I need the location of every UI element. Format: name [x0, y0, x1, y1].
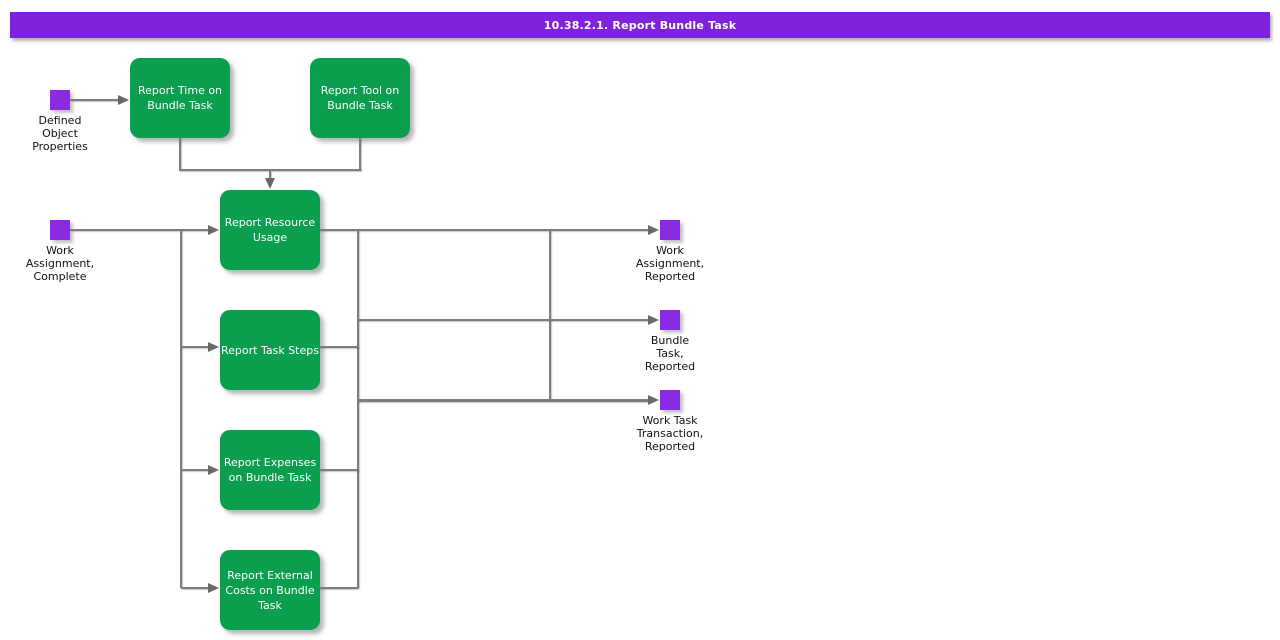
- event-label-bundle-task-reported: Bundle Task, Reported: [644, 334, 696, 373]
- arrow-head-into-external-costs: [208, 583, 219, 593]
- task-label: Report Resource Usage: [224, 216, 316, 244]
- arrow-head-into-work-task-transaction-reported: [648, 395, 659, 405]
- connector-branch-to-external-costs: [181, 587, 208, 589]
- connector-left-trunk: [180, 230, 182, 588]
- task-label: Report Expenses on Bundle Task: [223, 456, 317, 484]
- title-bar: 10.38.2.1. Report Bundle Task: [10, 12, 1270, 38]
- task-label: Report External Costs on Bundle Task: [225, 568, 315, 612]
- connector-right-trunk: [357, 230, 359, 588]
- event-label-work-assignment-complete: Work Assignment, Complete: [25, 244, 95, 283]
- connector-report-tool-down: [359, 138, 361, 170]
- task-report-resource-usage[interactable]: Report Resource Usage: [220, 190, 320, 270]
- connector-task-steps-output: [320, 346, 358, 348]
- arrow-head-into-expenses: [208, 465, 219, 475]
- arrow-head-into-task-steps: [208, 342, 219, 352]
- arrow-head-into-report-time: [118, 95, 129, 105]
- arrow-head-into-work-assignment-reported: [648, 225, 659, 235]
- connector-mid-trunk: [549, 230, 551, 400]
- arrow-head-into-resource-usage-top: [265, 178, 275, 189]
- connector-branch-to-task-steps: [181, 346, 208, 348]
- task-report-expenses-on-bundle-task[interactable]: Report Expenses on Bundle Task: [220, 430, 320, 510]
- event-work-assignment-complete[interactable]: [50, 220, 70, 240]
- arrow-head-into-bundle-task-reported: [648, 315, 659, 325]
- task-report-time-on-bundle-task[interactable]: Report Time on Bundle Task: [130, 58, 230, 138]
- connector-merge-horizontal: [179, 169, 361, 171]
- event-work-assignment-reported[interactable]: [660, 220, 680, 240]
- event-defined-object-properties[interactable]: [50, 90, 70, 110]
- connector-to-bundle-task-reported: [357, 319, 648, 321]
- connector-expenses-output: [320, 469, 358, 471]
- event-work-task-transaction-reported[interactable]: [660, 390, 680, 410]
- task-label: Report Task Steps: [221, 343, 319, 357]
- connector-resource-usage-to-work-assignment-reported: [320, 229, 648, 231]
- task-report-tool-on-bundle-task[interactable]: Report Tool on Bundle Task: [310, 58, 410, 138]
- event-bundle-task-reported[interactable]: [660, 310, 680, 330]
- connector-branch-to-expenses: [181, 469, 208, 471]
- task-report-external-costs-on-bundle-task[interactable]: Report External Costs on Bundle Task: [220, 550, 320, 630]
- connector-defined-to-report-time: [70, 99, 118, 101]
- event-label-defined-object-properties: Defined Object Properties: [32, 114, 88, 153]
- connector-to-work-task-transaction-reported: [357, 399, 648, 402]
- connector-report-time-down: [179, 138, 181, 170]
- connector-work-assignment-to-resource-usage: [70, 229, 208, 231]
- connector-external-costs-output: [320, 587, 358, 589]
- page-title: 10.38.2.1. Report Bundle Task: [543, 18, 737, 32]
- event-label-work-assignment-reported: Work Assignment, Reported: [635, 244, 705, 283]
- arrow-head-into-resource-usage: [208, 225, 219, 235]
- connector-merge-stub: [269, 171, 271, 179]
- task-label: Report Tool on Bundle Task: [320, 84, 400, 112]
- event-label-work-task-transaction-reported: Work Task Transaction, Reported: [636, 414, 704, 453]
- task-label: Report Time on Bundle Task: [137, 84, 223, 112]
- task-report-task-steps[interactable]: Report Task Steps: [220, 310, 320, 390]
